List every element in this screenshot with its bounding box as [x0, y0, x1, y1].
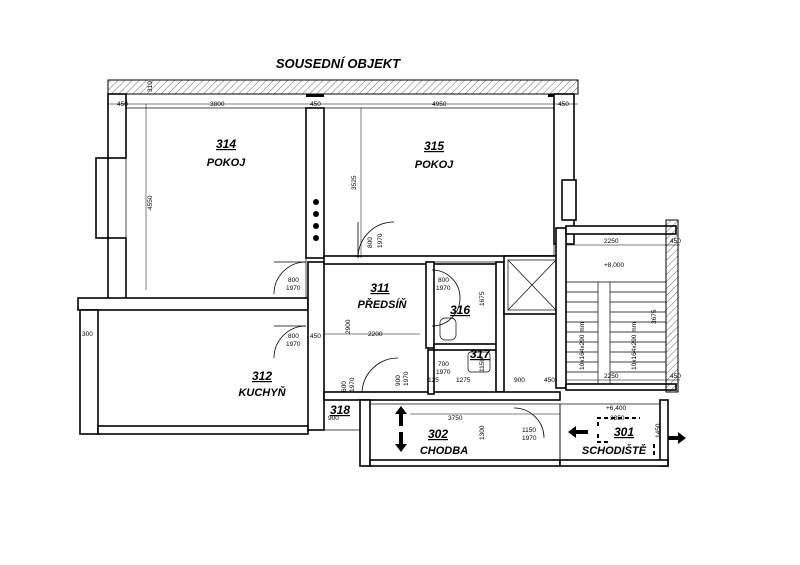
- dim-1150: 1150: [479, 358, 486, 372]
- dim-door1970h: 1970: [522, 435, 537, 442]
- escape-arrows: [395, 406, 686, 456]
- level-bottom: +6,400: [606, 405, 626, 412]
- arrow-right-icon: [668, 432, 686, 444]
- room-311-name: PŘEDSÍŇ: [358, 298, 408, 311]
- stair-spec-left: 10x164x290 mm: [579, 322, 586, 370]
- dim-450d: 450: [670, 238, 681, 245]
- room-301-number: 301: [614, 425, 634, 439]
- dim-450e: 450: [310, 333, 321, 340]
- dim-900a: 900: [514, 377, 525, 384]
- toilet: [439, 317, 457, 341]
- stair-treads: [566, 291, 666, 373]
- dim-1450: 1450: [655, 423, 662, 438]
- room-317-number: 317: [470, 347, 491, 361]
- room-301-name: SCHODIŠTĚ: [582, 444, 647, 457]
- room-315-number: 315: [424, 139, 444, 153]
- dim-door800c: 800: [438, 277, 449, 284]
- dim-450b: 450: [310, 101, 321, 108]
- dim-125: 125: [428, 377, 439, 384]
- dim-2250b: 2250: [604, 373, 619, 380]
- room-312-number: 312: [252, 369, 272, 383]
- neighbour-wall: [107, 79, 579, 95]
- dim-door900: 900: [395, 375, 402, 386]
- dim-door800a: 800: [367, 237, 374, 248]
- dim-3675: 3675: [651, 309, 658, 324]
- dim-1675: 1675: [479, 291, 486, 306]
- dim-310: 310: [147, 81, 154, 92]
- wall-dots: [313, 199, 319, 241]
- dim-door1970c: 1970: [436, 285, 451, 292]
- dim-450c: 450: [558, 101, 569, 108]
- room-314-number: 314: [216, 137, 236, 151]
- dim-2200: 2200: [368, 331, 383, 338]
- room-312-name: KUCHYŇ: [238, 386, 286, 399]
- dim-door700: 700: [438, 361, 449, 368]
- dim-2900: 2900: [345, 319, 352, 334]
- dim-2250a: 2250: [604, 238, 619, 245]
- dim-3750: 3750: [448, 415, 463, 422]
- dimension-lines: [108, 103, 680, 415]
- room-labels: 314 POKOJ 315 POKOJ 311 PŘEDSÍŇ 316 317 …: [207, 137, 647, 457]
- dim-door1150: 1150: [522, 427, 536, 434]
- room-302-number: 302: [428, 427, 448, 441]
- stair-spec-right: 10x164x290 mm: [631, 322, 638, 370]
- arrow-left-icon: [568, 426, 588, 438]
- doors: [273, 221, 545, 439]
- dim-door1970f: 1970: [403, 371, 410, 386]
- dim-1300: 1300: [479, 425, 486, 440]
- dim-door1970g: 1970: [349, 377, 356, 392]
- room-314-name: POKOJ: [207, 157, 246, 169]
- dim-450a: 450: [117, 101, 128, 108]
- room-318-number: 318: [330, 403, 350, 417]
- dim-3350: 3350: [610, 415, 625, 422]
- dim-3525: 3525: [351, 175, 358, 190]
- dim-door800d: 800: [288, 333, 299, 340]
- dim-450g: 450: [670, 373, 681, 380]
- room-316-number: 316: [450, 303, 470, 317]
- washbasin: [467, 351, 491, 373]
- room-311-number: 311: [370, 281, 389, 295]
- arrow-down-icon: [395, 432, 407, 452]
- dim-900b: 900: [328, 415, 339, 422]
- dim-300: 300: [82, 331, 93, 338]
- dim-450f: 450: [544, 377, 555, 384]
- dim-door800b: 800: [288, 277, 299, 284]
- dimension-labels: 450 3800 450 4950 450 310 4550 3525 2250…: [82, 81, 681, 442]
- dim-1275: 1275: [456, 377, 471, 384]
- arrow-up-icon: [395, 406, 407, 426]
- neighbouring-building-label: SOUSEDNÍ OBJEKT: [276, 56, 401, 71]
- dim-door1970b: 1970: [286, 285, 301, 292]
- dim-3800: 3800: [210, 101, 225, 108]
- room-302-name: CHODBA: [420, 445, 468, 457]
- dim-door1970e: 1970: [436, 369, 451, 376]
- dim-door600: 600: [341, 381, 348, 392]
- walls: [77, 93, 679, 467]
- dim-door1970a: 1970: [377, 233, 384, 248]
- dim-door1970d: 1970: [286, 341, 301, 348]
- dim-4950: 4950: [432, 101, 447, 108]
- dim-4550: 4550: [147, 195, 154, 210]
- room-315-name: POKOJ: [415, 159, 454, 171]
- level-top: +8,000: [604, 262, 624, 269]
